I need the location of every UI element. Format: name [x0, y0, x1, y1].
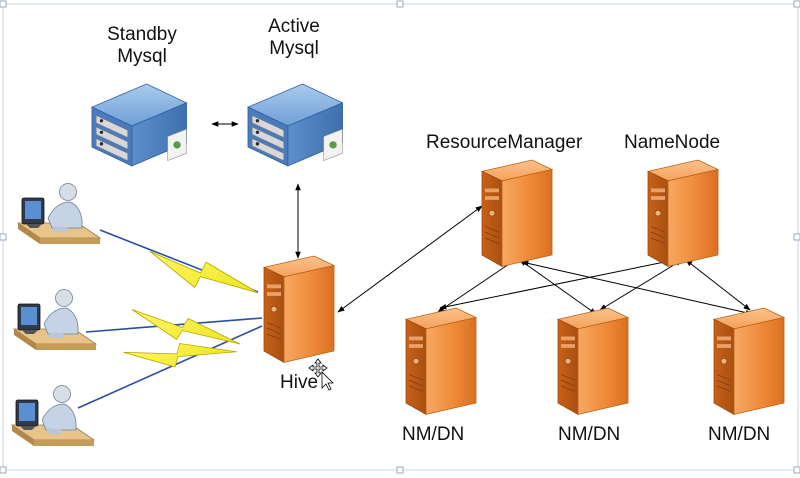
worker-3-server-icon — [713, 307, 785, 415]
active-mysql-label: Active Mysql — [244, 16, 344, 60]
client-1-icon — [17, 183, 101, 245]
worker-2-server-icon — [557, 307, 629, 415]
nn-worker3-arrow — [685, 259, 751, 311]
client-3-icon — [11, 385, 95, 447]
hive-server-icon — [263, 255, 335, 363]
active-mysql-label-line2: Mysql — [269, 38, 319, 59]
standby-mysql-server-icon — [91, 83, 188, 167]
rm-worker2-arrow — [519, 259, 597, 315]
client-3-link — [77, 325, 263, 409]
client-2-icon — [13, 289, 97, 351]
rm-worker1-arrow — [437, 257, 519, 313]
lightning-bolt-icon — [123, 250, 259, 386]
worker-1-label: NM/DN — [402, 424, 465, 445]
standby-mysql-label-line1: Standby — [107, 24, 177, 45]
move-cursor-icon — [308, 358, 334, 391]
nn-worker1-arrow — [439, 256, 685, 310]
hive-resourcemanager-arrow — [337, 205, 483, 313]
nn-worker2-arrow — [599, 259, 683, 311]
namenode-server-icon — [647, 159, 719, 267]
hive-label: Hive — [280, 372, 319, 393]
worker-3-label: NM/DN — [708, 424, 771, 445]
namenode-label: NameNode — [624, 132, 721, 153]
worker-1-server-icon — [405, 307, 477, 415]
connection-arrows — [211, 121, 753, 316]
resourcemanager-label: ResourceManager — [426, 132, 583, 153]
worker-2-label: NM/DN — [558, 424, 621, 445]
standby-mysql-label: Standby Mysql — [92, 24, 192, 68]
standby-mysql-label-line2: Mysql — [117, 46, 167, 67]
client-links — [77, 229, 263, 409]
resourcemanager-server-icon — [481, 159, 553, 267]
active-mysql-label-line1: Active — [268, 16, 320, 37]
active-mysql-server-icon — [247, 83, 344, 167]
